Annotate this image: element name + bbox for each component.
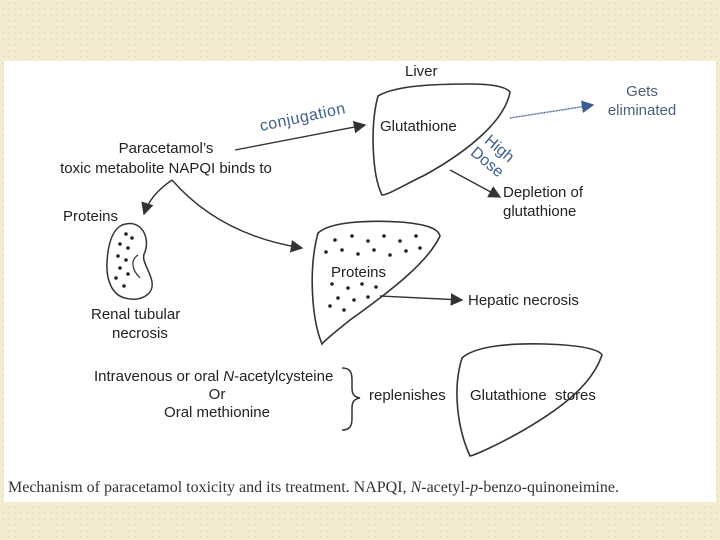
renal-line1: Renal tubular xyxy=(91,306,181,323)
liver-label: Liver xyxy=(405,63,438,80)
hepatic-necrosis-label: Hepatic necrosis xyxy=(468,292,579,309)
napqi-text-line1: Paracetamol’s xyxy=(118,140,214,157)
treatment-brace xyxy=(341,367,361,431)
figure-caption: Mechanism of paracetamol toxicity and it… xyxy=(8,479,619,497)
liver-top-outline xyxy=(372,83,511,196)
caption-part3: -benzo-quinoneimine. xyxy=(478,479,619,496)
liver-middle-dots xyxy=(324,234,422,312)
proteins-liver-label: Proteins xyxy=(331,264,387,281)
caption-part1: Mechanism of paracetamol toxicity and it… xyxy=(8,479,411,496)
caption-n-italic: N xyxy=(410,479,422,496)
replenishes-label: replenishes xyxy=(369,387,446,404)
gets-eliminated-label: Gets eliminated xyxy=(596,82,688,120)
eliminated-arrow xyxy=(509,100,595,119)
liver-middle-outline xyxy=(311,220,441,346)
depletion-line2: glutathione xyxy=(503,203,577,220)
kidney-outline xyxy=(106,222,153,300)
kidney-dots xyxy=(114,232,134,288)
renal-line2: necrosis xyxy=(112,325,168,342)
gets-eliminated-text: Gets eliminated xyxy=(607,83,677,119)
to-proteins-liver-arrow xyxy=(171,179,304,253)
treatment-line3: Oral methionine xyxy=(164,404,270,421)
treatment-line1-italic: N xyxy=(223,368,235,385)
napqi-text-line2: toxic metabolite NAPQI binds to xyxy=(60,160,272,177)
proteins-left-label: Proteins xyxy=(63,208,119,225)
caption-part2: -acetyl- xyxy=(421,479,471,496)
conjugation-arrow xyxy=(234,120,367,151)
liver-bottom-outline xyxy=(456,343,603,457)
glutathione-stores-label: Glutathione stores xyxy=(470,387,596,404)
caption-p-italic: p xyxy=(470,479,479,496)
treatment-line1-suffix: -acetylcysteine xyxy=(234,368,334,385)
treatment-or: Or xyxy=(208,386,226,403)
glutathione-label: Glutathione xyxy=(380,118,457,135)
diagram-panel xyxy=(4,61,716,502)
hepatic-arrow xyxy=(379,293,464,306)
to-proteins-left-arrow xyxy=(141,179,173,216)
treatment-line1: Intravenous or oral N-acetylcysteine xyxy=(94,368,333,386)
treatment-line1-prefix: Intravenous or oral xyxy=(94,368,224,385)
kidney-inner-curve xyxy=(132,254,141,279)
depletion-line1: Depletion of xyxy=(503,184,584,201)
depletion-arrow xyxy=(449,169,502,198)
